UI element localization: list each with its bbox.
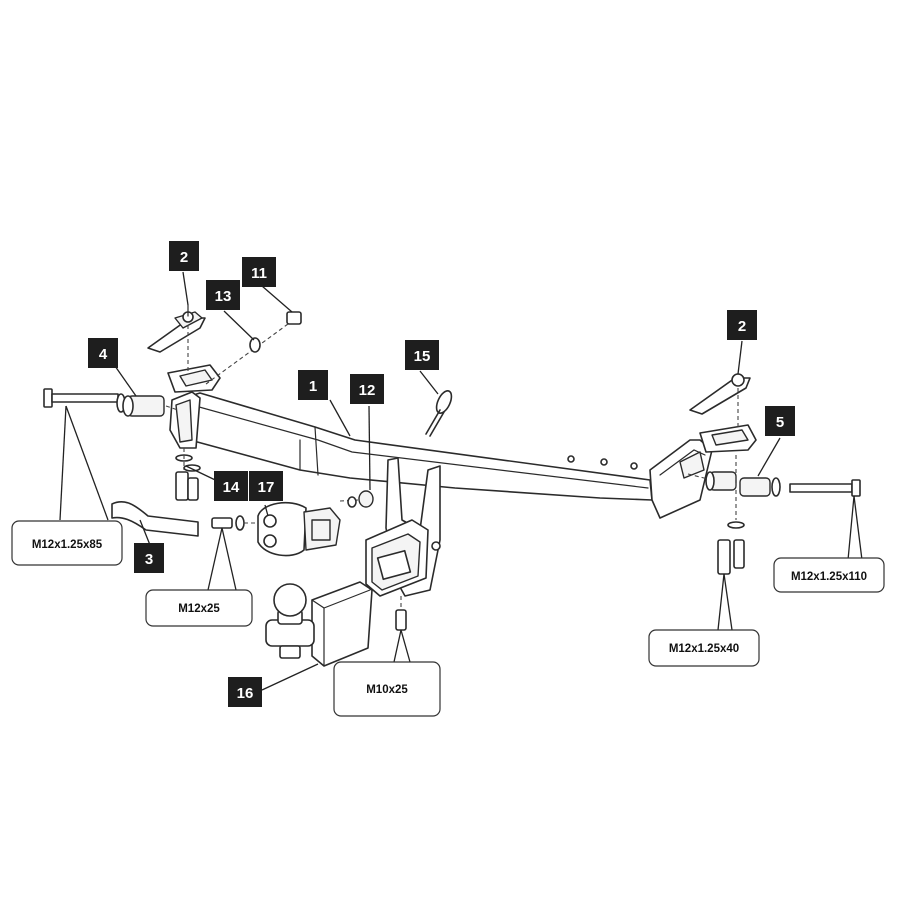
left-long-bolt-assembly	[43, 388, 179, 417]
callout-13: 13	[206, 280, 240, 310]
svg-text:16: 16	[237, 685, 254, 702]
svg-text:1: 1	[309, 378, 317, 395]
bolt-spec-labels: M12x1.25x85 M12x25 M12x1.25x110 M12x1.25…	[11, 520, 885, 717]
svg-text:M10x25: M10x25	[366, 684, 408, 696]
callout-12: 12	[350, 374, 384, 404]
svg-text:13: 13	[215, 288, 232, 305]
callout-16: 16	[228, 677, 262, 707]
spec-label-m12x1.25x110: M12x1.25x110	[773, 557, 885, 593]
svg-text:17: 17	[258, 479, 275, 496]
receiver-bracket	[365, 457, 441, 631]
callout-14: 14	[214, 471, 248, 501]
lock-pin-part-15	[425, 390, 453, 437]
spec-label-m12x1.25x85: M12x1.25x85	[11, 520, 123, 566]
left-vertical-bolts	[175, 448, 201, 501]
spec-label-m10x25: M10x25	[333, 661, 441, 717]
callout-3: 3	[134, 543, 164, 573]
svg-text:M12x1.25x40: M12x1.25x40	[669, 643, 739, 655]
callout-15: 15	[405, 340, 439, 370]
svg-text:2: 2	[738, 318, 746, 335]
spec-label-m12x25: M12x25	[145, 589, 253, 627]
callout-badges: 2 11 13 4 15 1 12 2	[88, 241, 795, 707]
svg-text:M12x1.25x110: M12x1.25x110	[791, 571, 867, 583]
mount-bracket-right	[689, 373, 757, 453]
svg-text:3: 3	[145, 551, 153, 568]
crossbar-part-1	[169, 391, 713, 519]
svg-text:5: 5	[776, 414, 784, 431]
callout-1: 1	[298, 370, 328, 400]
right-long-bolt-assembly	[687, 471, 861, 497]
mount-bracket-left	[147, 304, 221, 393]
callout-17: 17	[249, 471, 283, 501]
bent-arm-part-3	[111, 501, 199, 537]
callout-4: 4	[88, 338, 118, 368]
svg-text:M12x25: M12x25	[178, 603, 220, 615]
bolt-part-14	[211, 515, 262, 531]
svg-text:M12x1.25x85: M12x1.25x85	[32, 539, 103, 551]
callout-5: 5	[765, 406, 795, 436]
bolt-part-11	[205, 311, 302, 385]
svg-text:14: 14	[223, 479, 240, 496]
callout-11: 11	[242, 257, 276, 287]
svg-text:2: 2	[180, 249, 188, 266]
svg-text:15: 15	[414, 348, 431, 365]
callout-2-left: 2	[169, 241, 199, 271]
svg-text:4: 4	[99, 346, 108, 363]
callout-2-right: 2	[727, 310, 757, 340]
svg-text:12: 12	[359, 382, 376, 399]
tow-ball-part-16	[265, 581, 373, 667]
leader-lines	[59, 271, 863, 691]
spec-label-m12x1.25x40: M12x1.25x40	[648, 629, 760, 667]
right-vertical-bolts	[717, 455, 745, 575]
nut-part-12	[339, 490, 374, 508]
socket-plate-part-17	[257, 501, 341, 557]
svg-text:11: 11	[251, 265, 267, 282]
